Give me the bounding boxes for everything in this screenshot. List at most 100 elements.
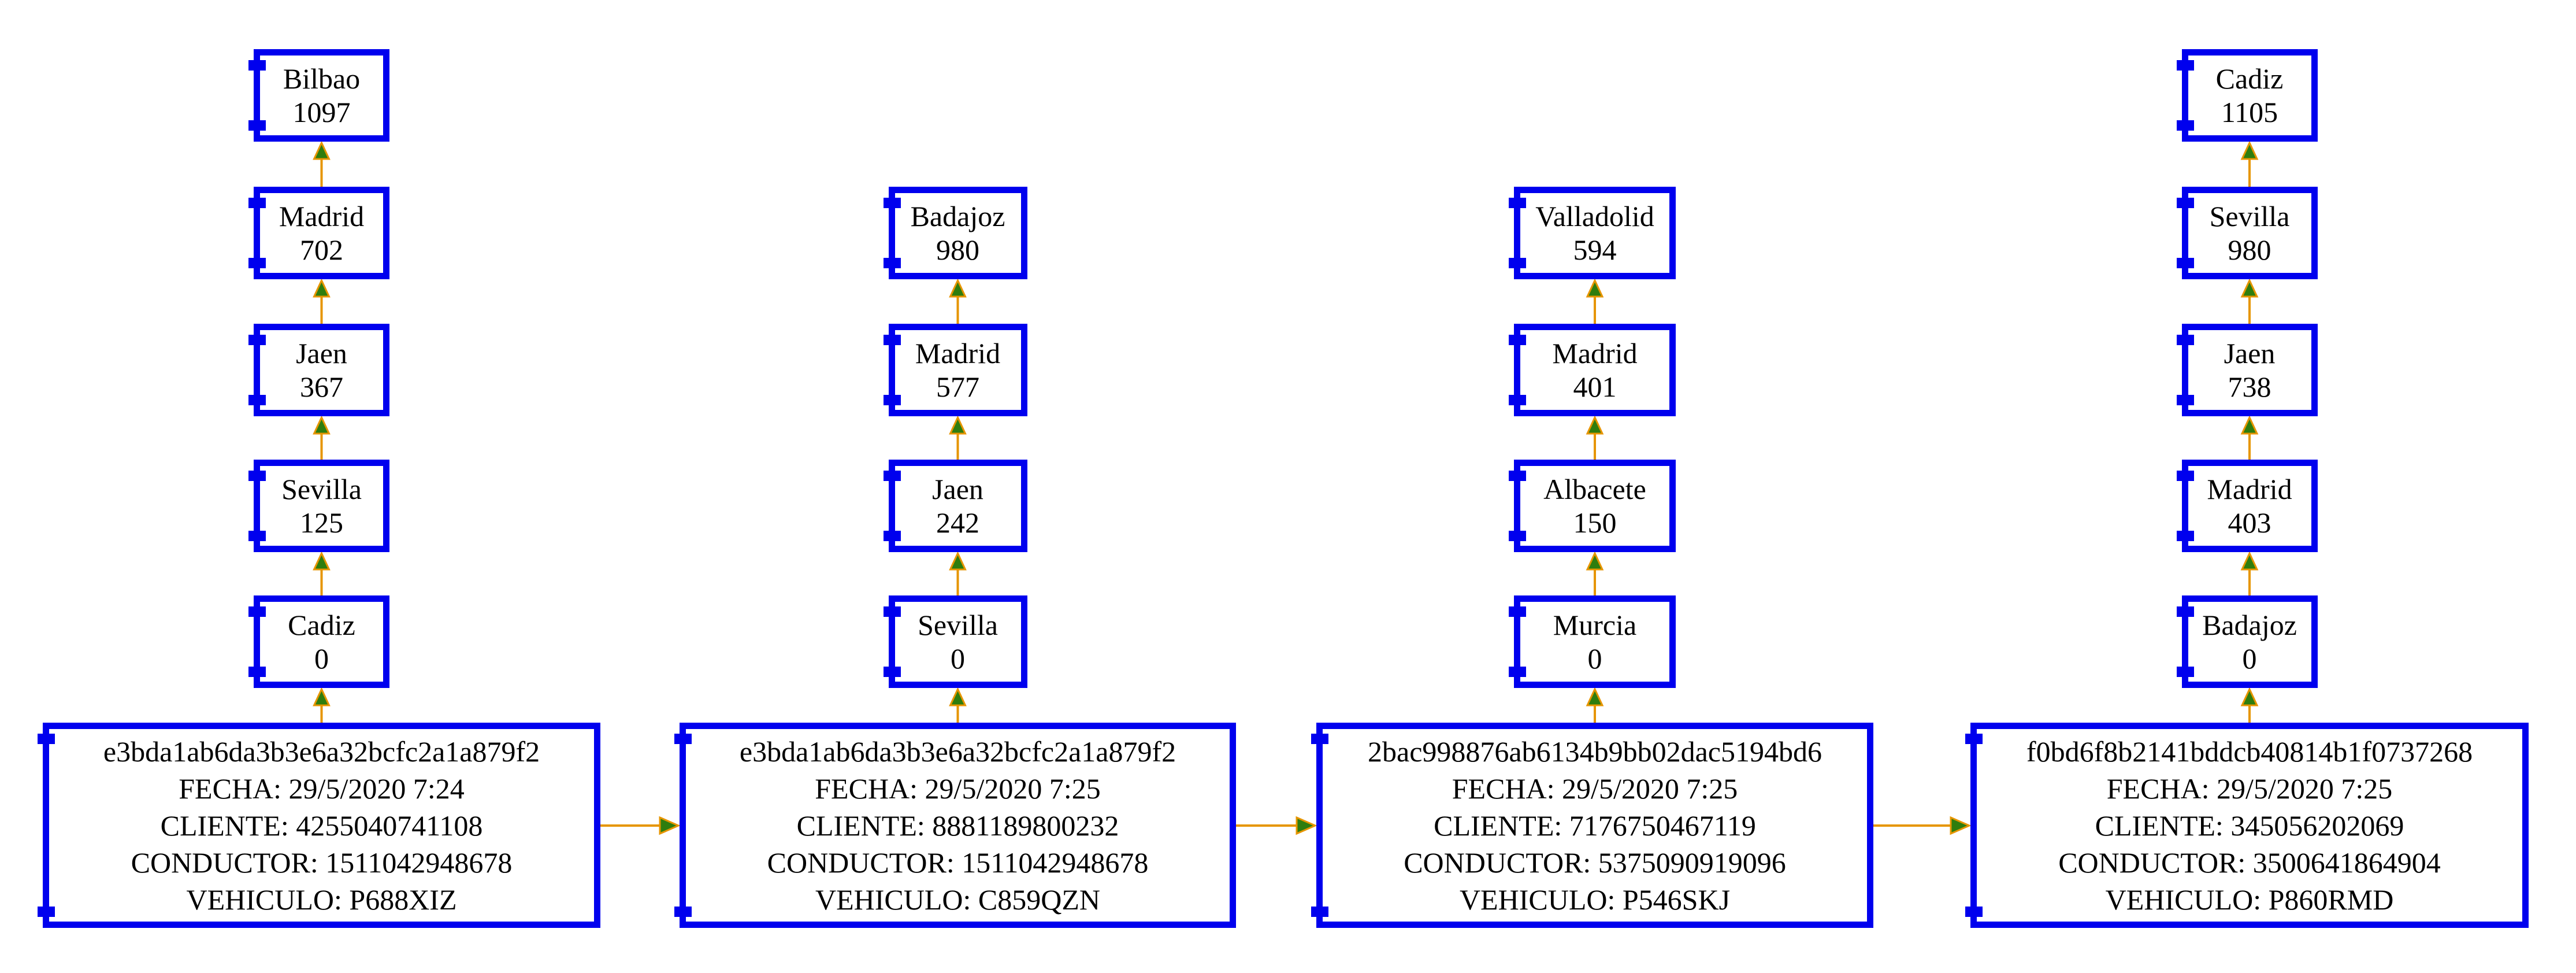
component-tab-icon [1311, 734, 1328, 744]
block-conductor: CONDUCTOR: 5375090919096 [1404, 846, 1786, 879]
block-cliente: CLIENTE: 4255040741108 [160, 809, 483, 842]
component-tab-icon [38, 734, 55, 744]
route-arrowhead [1586, 278, 1604, 298]
component-tab-icon [883, 198, 901, 208]
city-km: 594 [1573, 234, 1617, 266]
chain-arrowhead [1950, 816, 1972, 835]
city-km: 738 [2228, 371, 2271, 403]
city-km: 403 [2228, 506, 2271, 539]
city-name: Badajoz [910, 200, 1005, 232]
component-tab-icon [2176, 667, 2194, 677]
component-tab-icon [1509, 531, 1526, 541]
block-hash: e3bda1ab6da3b3e6a32bcfc2a1a879f2 [739, 735, 1176, 768]
city-km: 242 [936, 506, 979, 539]
component-tab-icon [1509, 667, 1526, 677]
route-arrowhead [2240, 278, 2259, 298]
city-km: 577 [936, 371, 979, 403]
component-tab-icon [248, 471, 266, 481]
block-vehiculo: VEHICULO: P688XIZ [186, 883, 457, 916]
component-tab-icon [674, 734, 692, 744]
component-tab-icon [1509, 335, 1526, 345]
component-tab-icon [1509, 606, 1526, 617]
route-arrowhead [949, 551, 967, 571]
city-name: Cadiz [2215, 62, 2284, 95]
component-tab-icon [883, 258, 901, 268]
component-tab-icon [1509, 395, 1526, 405]
component-tab-icon [2176, 258, 2194, 268]
city-km: 0 [951, 642, 965, 675]
component-tab-icon [1311, 907, 1328, 917]
route-arrowhead [2240, 687, 2259, 706]
city-name: Sevilla [918, 609, 998, 641]
city-name: Badajoz [2202, 609, 2297, 641]
block-cliente: CLIENTE: 345056202069 [2095, 809, 2404, 842]
block-hash: f0bd6f8b2141bddcb40814b1f0737268 [2026, 735, 2473, 768]
block-fecha: FECHA: 29/5/2020 7:25 [815, 772, 1101, 805]
city-name: Jaen [932, 473, 983, 505]
city-km: 367 [300, 371, 343, 403]
city-name: Jaen [296, 337, 347, 369]
route-arrowhead [313, 415, 331, 435]
component-tab-icon [2176, 471, 2194, 481]
city-km: 0 [1587, 642, 1602, 675]
city-name: Sevilla [2209, 200, 2290, 232]
component-tab-icon [883, 667, 901, 677]
city-name: Valladolid [1535, 200, 1654, 232]
route-arrowhead [313, 551, 331, 571]
component-tab-icon [1965, 907, 1983, 917]
component-tab-icon [883, 471, 901, 481]
city-name: Murcia [1553, 609, 1637, 641]
city-name: Cadiz [288, 609, 355, 641]
route-arrowhead [1586, 551, 1604, 571]
component-tab-icon [1509, 258, 1526, 268]
city-km: 980 [936, 234, 979, 266]
component-tab-icon [674, 907, 692, 917]
city-km: 1105 [2221, 96, 2278, 128]
route-arrowhead [949, 278, 967, 298]
route-arrowhead [949, 415, 967, 435]
route-arrowhead [2240, 551, 2259, 571]
block-conductor: CONDUCTOR: 3500641864904 [2058, 846, 2441, 879]
block-cliente: CLIENTE: 8881189800232 [796, 809, 1119, 842]
component-tab-icon [248, 667, 266, 677]
component-tab-icon [38, 907, 55, 917]
city-km: 0 [314, 642, 329, 675]
component-tab-icon [248, 606, 266, 617]
block-conductor: CONDUCTOR: 1511042948678 [767, 846, 1149, 879]
component-tab-icon [2176, 531, 2194, 541]
component-tab-icon [248, 335, 266, 345]
component-tab-icon [2176, 60, 2194, 71]
block-fecha: FECHA: 29/5/2020 7:25 [1452, 772, 1738, 805]
component-tab-icon [883, 531, 901, 541]
city-name: Albacete [1543, 473, 1646, 505]
route-arrowhead [313, 140, 331, 160]
city-km: 150 [1573, 506, 1617, 539]
component-tab-icon [248, 395, 266, 405]
component-tab-icon [2176, 198, 2194, 208]
component-tab-icon [2176, 120, 2194, 131]
city-km: 401 [1573, 371, 1617, 403]
block-hash: 2bac998876ab6134b9bb02dac5194bd6 [1368, 735, 1822, 768]
component-tab-icon [2176, 395, 2194, 405]
city-km: 1097 [292, 96, 351, 128]
block-hash: e3bda1ab6da3b3e6a32bcfc2a1a879f2 [103, 735, 540, 768]
component-tab-icon [248, 258, 266, 268]
component-tab-icon [248, 198, 266, 208]
